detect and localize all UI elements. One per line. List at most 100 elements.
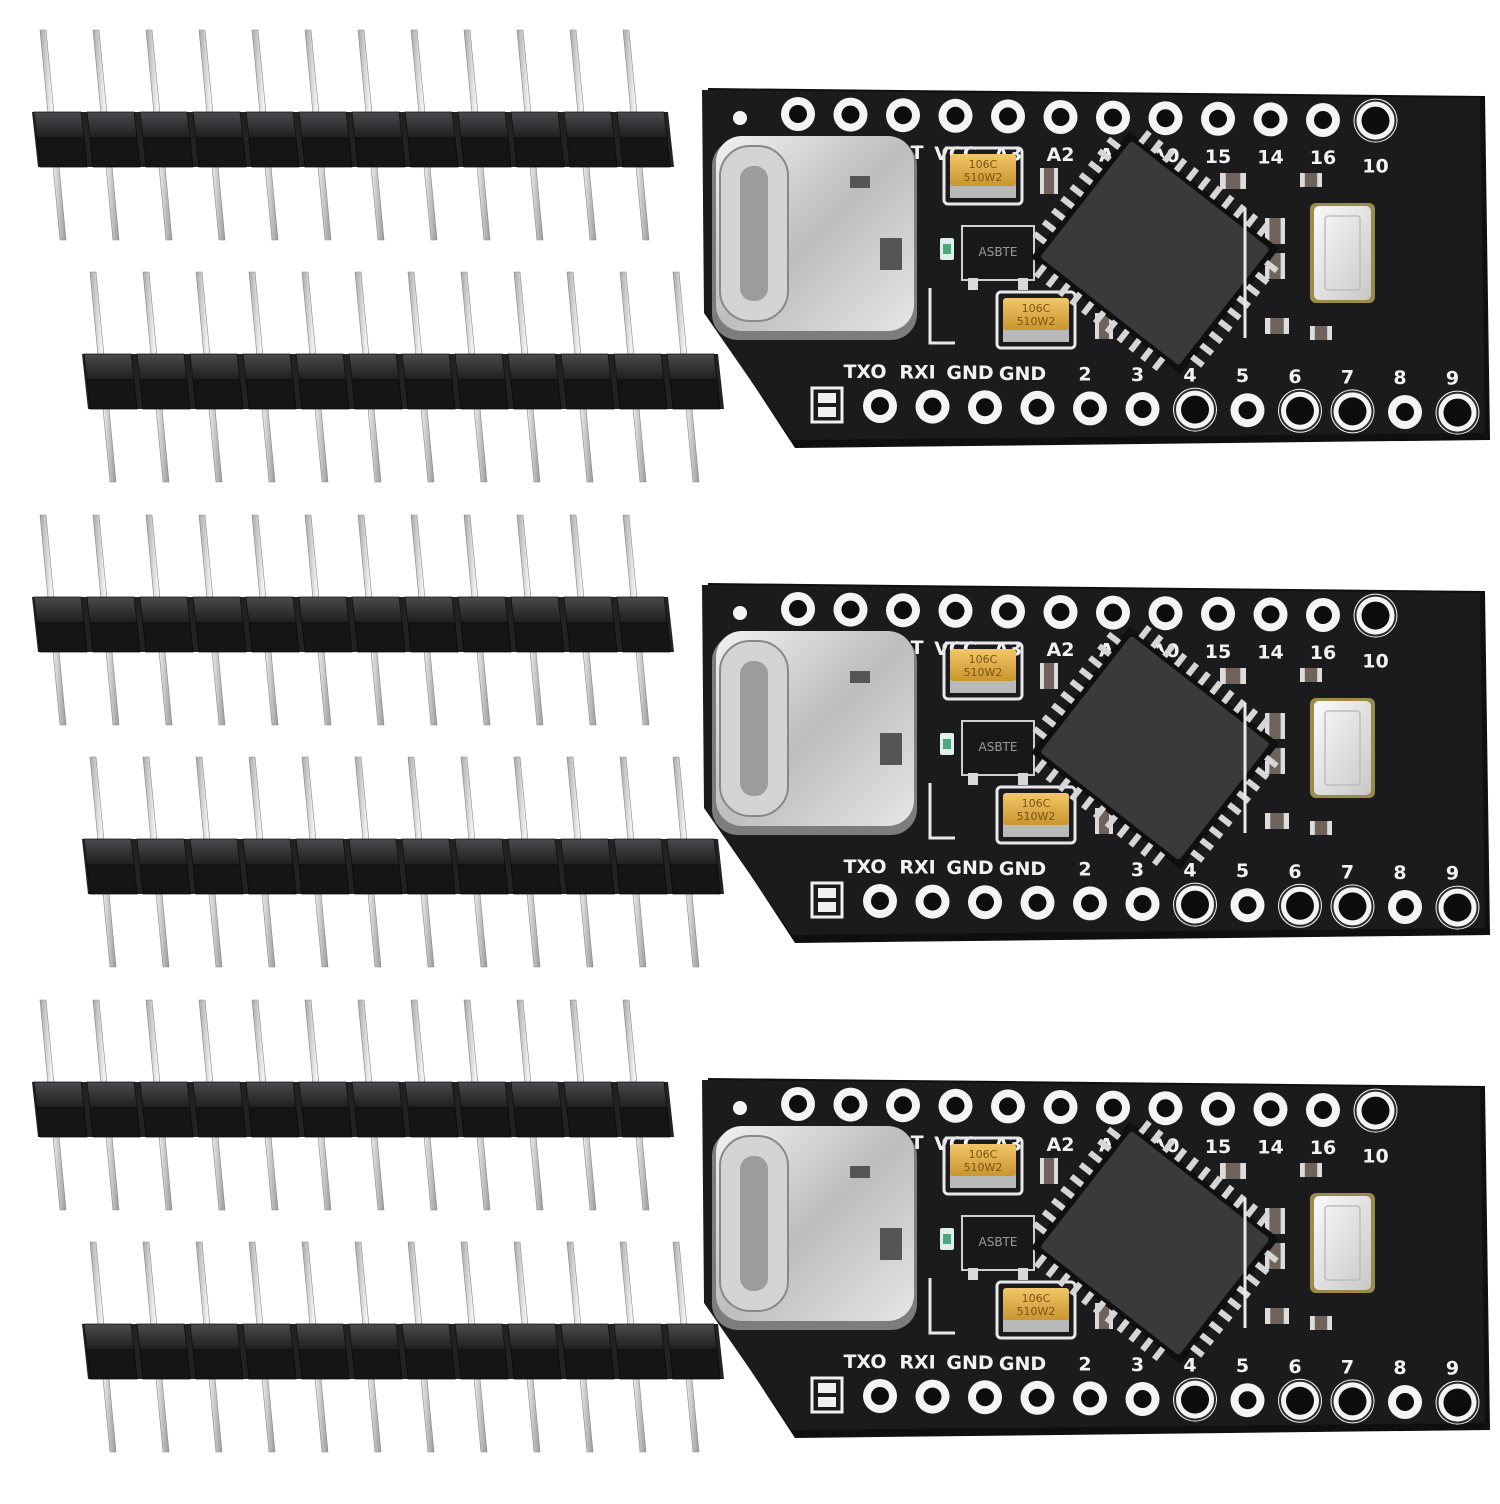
- pin-hole: [1181, 890, 1209, 919]
- header-block-top: [245, 111, 297, 139]
- smd-led-status-end: [1317, 1163, 1322, 1177]
- chip-pin: [1263, 754, 1279, 769]
- pin-hole: [1028, 893, 1047, 912]
- header-block-side: [36, 622, 88, 653]
- header-block-side: [407, 137, 459, 168]
- pin-ring: [1331, 885, 1374, 928]
- header-block-side: [248, 137, 300, 168]
- smd-led-status-end: [1300, 1163, 1305, 1177]
- header-block-top: [139, 1081, 191, 1109]
- bottom-pin-label: 8: [1393, 862, 1406, 884]
- chip-pin: [1217, 1308, 1233, 1323]
- header-block-side: [301, 137, 353, 168]
- crystal-oscillator: [1314, 1196, 1371, 1290]
- smd-capacitor: [1220, 668, 1246, 684]
- chip-pin: [1208, 1320, 1224, 1335]
- cap-marking: 510W2: [1017, 1305, 1056, 1318]
- pin-ring: [1279, 1379, 1321, 1422]
- usb-c-notch: [850, 671, 870, 683]
- regulator-lead: [968, 773, 978, 785]
- pin-hole: [789, 600, 807, 618]
- header-block-side: [139, 864, 191, 895]
- header-block-top: [560, 838, 612, 866]
- header-block-top: [454, 1323, 506, 1351]
- cap-lead: [950, 184, 1016, 198]
- pro-micro-board: RAWGNDRSTVCCA3A2A1A015141610TXORXIGNDGND…: [702, 583, 1490, 943]
- usb-c-connector: [712, 1126, 917, 1330]
- header-block-top: [666, 838, 718, 866]
- regulator-marking: ASBTE: [979, 1235, 1018, 1249]
- regulator-marking: ASBTE: [979, 740, 1018, 754]
- header-block-side: [669, 864, 721, 895]
- chip-pin: [1232, 698, 1247, 714]
- pin-hole: [946, 1096, 965, 1115]
- chip-pin: [1209, 185, 1223, 201]
- chip-pin: [1244, 213, 1259, 228]
- chip-pin: [1162, 643, 1176, 659]
- smd-capacitor-end: [1283, 1308, 1289, 1324]
- chip-pin: [1140, 347, 1154, 362]
- header-block-top: [348, 838, 400, 866]
- header-block-side: [404, 864, 456, 895]
- header-block-side: [404, 379, 456, 410]
- header-block-top: [563, 596, 615, 624]
- smd-resistor-end: [1280, 218, 1285, 244]
- pin-hole: [1133, 400, 1152, 418]
- pin-hole: [1286, 396, 1314, 425]
- chip-pin: [1217, 318, 1233, 333]
- smd-resistor-end: [1040, 1158, 1044, 1184]
- smd-capacitor: [1220, 173, 1246, 189]
- smd-capacitor-end: [1095, 1303, 1099, 1329]
- header-block-side: [616, 379, 668, 410]
- header-block-side: [669, 379, 721, 410]
- pin-hole: [1314, 1101, 1332, 1119]
- header-block-top: [298, 1081, 350, 1109]
- header-block-top: [507, 353, 559, 381]
- bottom-pin-label: GND: [999, 858, 1046, 880]
- chip-pin: [1190, 354, 1205, 368]
- header-block-top: [616, 111, 668, 139]
- header-block-side: [616, 864, 668, 895]
- header-block-top: [295, 1323, 347, 1351]
- usb-c-notch: [880, 733, 902, 765]
- chip-pin: [1138, 130, 1152, 145]
- header-block-top: [457, 111, 509, 139]
- header-block-top: [457, 596, 509, 624]
- chip-pin: [1197, 671, 1211, 686]
- header-block-side: [192, 1349, 244, 1380]
- tantalum-capacitor: [950, 649, 1016, 681]
- pin-hole: [841, 600, 860, 619]
- voltage-regulator: [961, 225, 1035, 281]
- smd-capacitor-end: [1240, 173, 1246, 189]
- top-pin-label: 15: [1205, 641, 1231, 663]
- chip-pin: [1057, 282, 1071, 298]
- bottom-pin-label: GND: [946, 857, 993, 879]
- chip-pin: [1050, 1197, 1066, 1211]
- pin-hole: [1338, 1387, 1367, 1416]
- header-block-side: [142, 137, 194, 168]
- pin-ring: [1436, 886, 1479, 929]
- pin-hole: [1338, 397, 1367, 426]
- jumper-pad: [818, 902, 836, 912]
- chip-pin: [1254, 271, 1270, 285]
- bottom-pin-label: 5: [1236, 365, 1249, 387]
- chip-pin: [1032, 231, 1048, 245]
- regulator-marking: ASBTE: [979, 245, 1018, 259]
- header-block-top: [507, 838, 559, 866]
- chip-pin: [1256, 1212, 1270, 1228]
- cap-marking: 510W2: [1017, 315, 1056, 328]
- bottom-pin-label: RXI: [899, 362, 935, 384]
- chip-pin: [1254, 766, 1270, 780]
- usb-c-notch: [880, 1228, 902, 1260]
- chip-pin: [1097, 643, 1112, 657]
- header-block-top: [83, 353, 135, 381]
- header-block-side: [619, 1107, 671, 1138]
- chip-pin: [1244, 1203, 1259, 1218]
- jumper-pad: [818, 888, 836, 898]
- pin-hole: [1396, 403, 1414, 421]
- header-block-top: [510, 596, 562, 624]
- header-block-top: [348, 1323, 400, 1351]
- chip-pin: [1041, 219, 1057, 233]
- tantalum-capacitor: [1003, 1288, 1069, 1320]
- header-block-top: [563, 111, 615, 139]
